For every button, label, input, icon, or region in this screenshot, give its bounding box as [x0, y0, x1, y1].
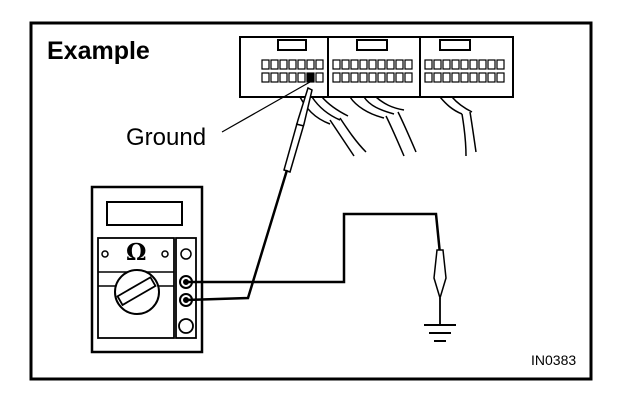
wire-harness — [299, 96, 477, 157]
ohm-symbol: Ω — [126, 239, 147, 266]
test-probe-icon — [283, 86, 313, 173]
ground-symbol-icon — [424, 324, 456, 342]
ohmmeter-icon — [90, 185, 204, 354]
ecu-connector-icon — [239, 36, 514, 98]
ground-leader-line — [221, 81, 311, 133]
test-lead-upper — [185, 169, 289, 302]
figure-title: Example — [47, 37, 150, 65]
ground-label: Ground — [126, 124, 207, 151]
figure-code: IN0383 — [531, 352, 577, 368]
test-probe-icon — [433, 249, 447, 324]
test-lead-lower — [186, 212, 442, 284]
